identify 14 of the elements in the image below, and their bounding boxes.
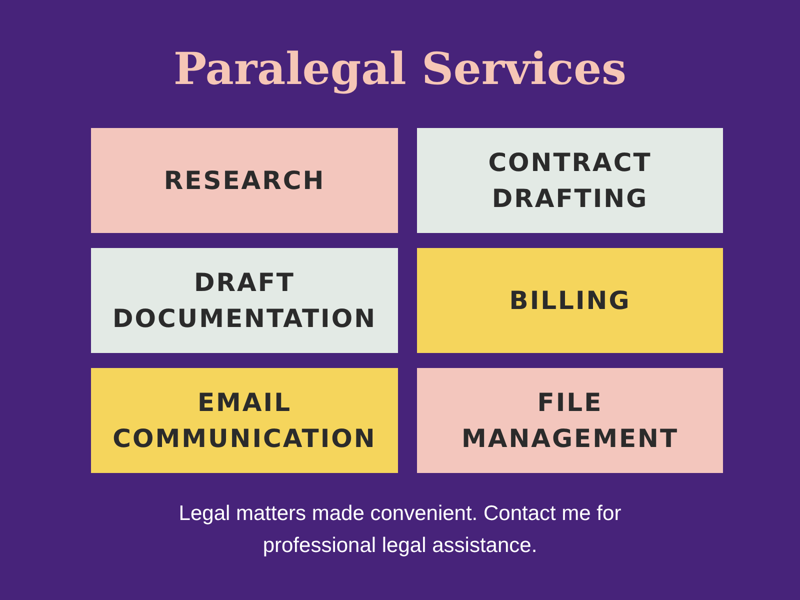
service-label: EMAIL COMMUNICATION [112, 386, 378, 454]
service-label: DRAFT DOCUMENTATION [111, 266, 378, 334]
service-label: FILE MANAGEMENT [460, 386, 680, 454]
service-box [417, 128, 723, 233]
service-label: CONTRACT DRAFTING [487, 146, 653, 214]
service-box [91, 368, 398, 473]
service-label: RESEARCH [164, 164, 326, 196]
service-box [91, 128, 398, 233]
service-box [417, 248, 723, 353]
service-box [417, 368, 723, 473]
title: Paralegal Services [174, 43, 626, 97]
service-label: BILLING [509, 284, 631, 316]
service-box [91, 248, 398, 353]
caption: Legal matters made convenient. Contact me for professional legal assistance. [178, 501, 622, 559]
